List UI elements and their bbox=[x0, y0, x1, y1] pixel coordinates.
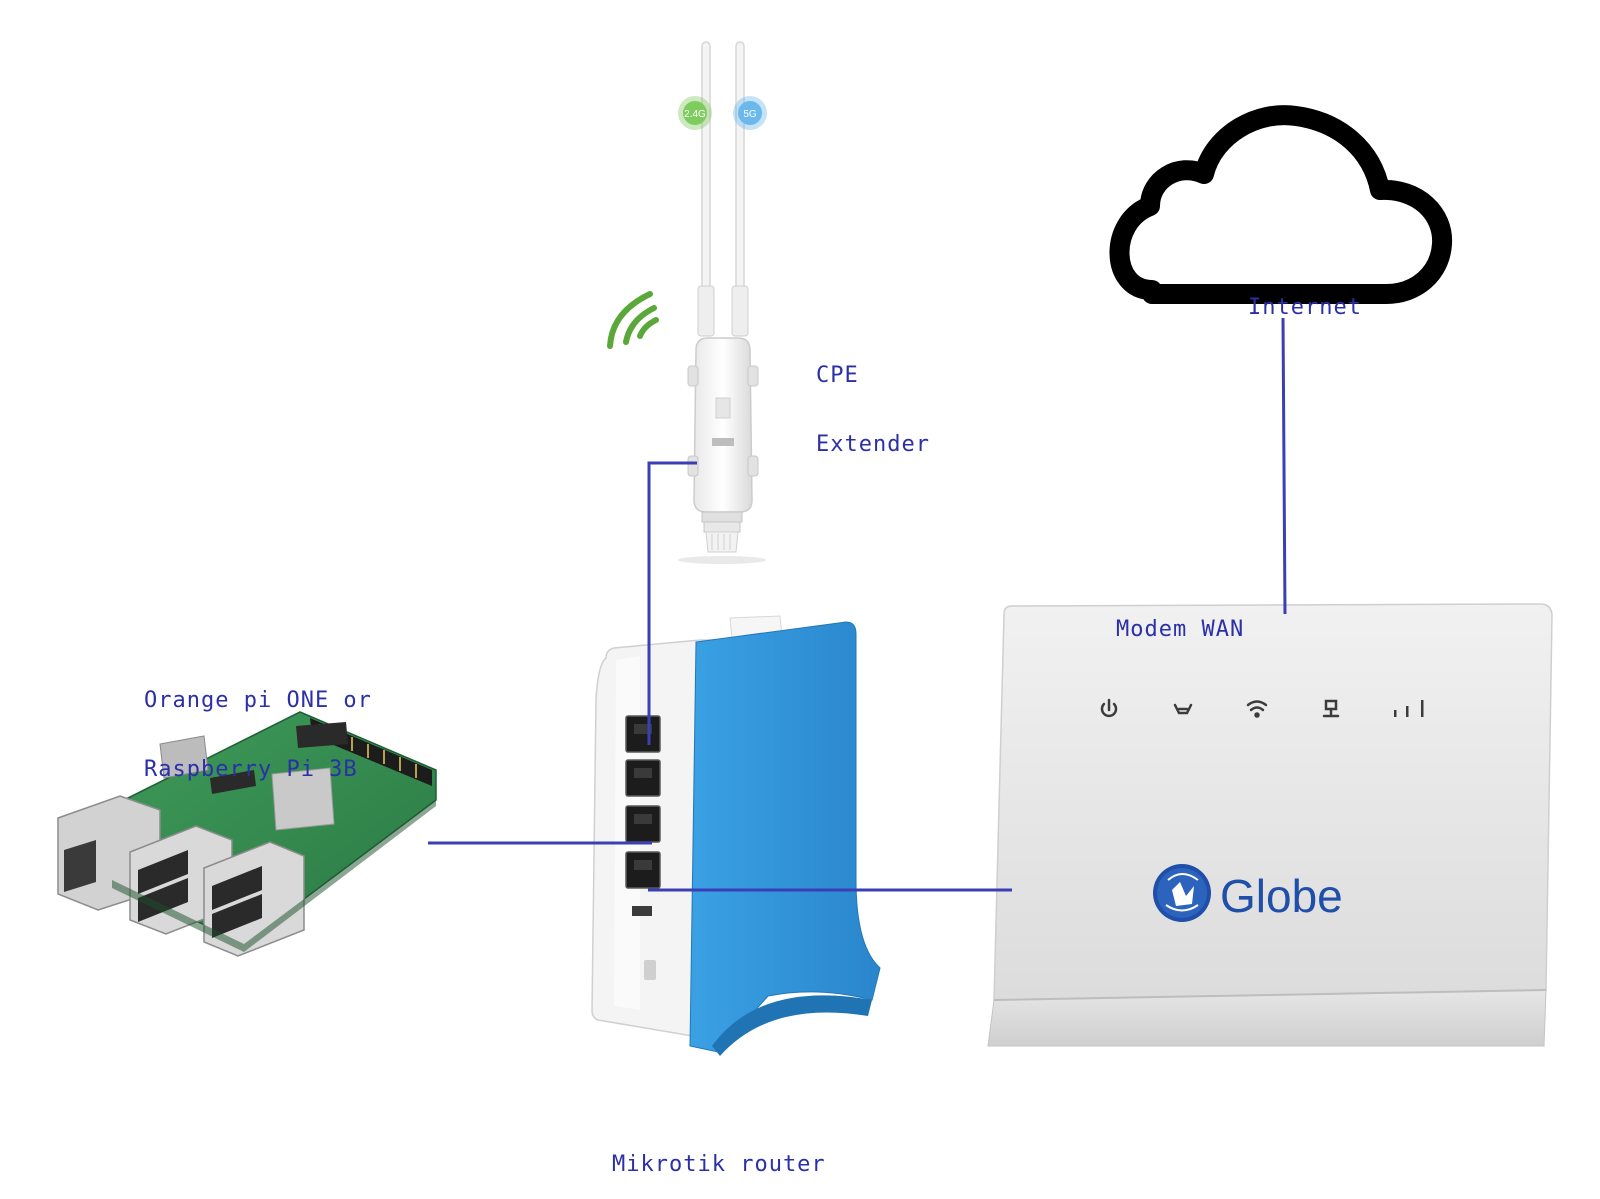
cpe-label-line1: CPE bbox=[816, 363, 859, 388]
lan-icon bbox=[1322, 699, 1340, 718]
globe-brand-text: Globe bbox=[1220, 870, 1343, 922]
modem-wan-label: Modem WAN bbox=[1116, 617, 1245, 642]
pi-label-line1: Orange pi ONE or bbox=[144, 688, 372, 713]
signal-bars-icon bbox=[1394, 700, 1424, 717]
internet-label: Internet bbox=[1248, 295, 1362, 320]
globe-logo-icon bbox=[1153, 864, 1211, 922]
line-internet-to-modem bbox=[1281, 317, 1287, 615]
wifi-icon bbox=[1246, 700, 1268, 718]
cpe-extender-device bbox=[678, 41, 766, 564]
wifi-signal-icon bbox=[607, 291, 659, 349]
badge-24g: 2.4G bbox=[678, 96, 712, 130]
pi-label-line2: Raspberry Pi 3B bbox=[144, 757, 358, 782]
globe-modem-device: Globe bbox=[987, 603, 1553, 1047]
mikrotik-router-label: Mikrotik router bbox=[612, 1152, 826, 1177]
phone-icon bbox=[1173, 703, 1193, 715]
cpe-label-line2: Extender bbox=[816, 432, 930, 457]
pi-board-label: Orange pi ONE or Raspberry Pi 3B bbox=[144, 643, 372, 804]
mikrotik-router-device bbox=[591, 615, 881, 1056]
cpe-extender-label: CPE Extender bbox=[816, 318, 930, 479]
badge-5g-label: 5G bbox=[743, 109, 757, 120]
badge-5g: 5G bbox=[733, 96, 767, 130]
power-icon bbox=[1100, 698, 1118, 718]
connection-lines bbox=[428, 317, 1287, 892]
line-cpe-to-router bbox=[647, 461, 697, 745]
raspberry-pi-board bbox=[57, 711, 437, 957]
cloud-icon bbox=[1109, 105, 1453, 304]
badge-24g-label: 2.4G bbox=[684, 109, 706, 120]
network-diagram: 2.4G 5G bbox=[57, 41, 1553, 1056]
